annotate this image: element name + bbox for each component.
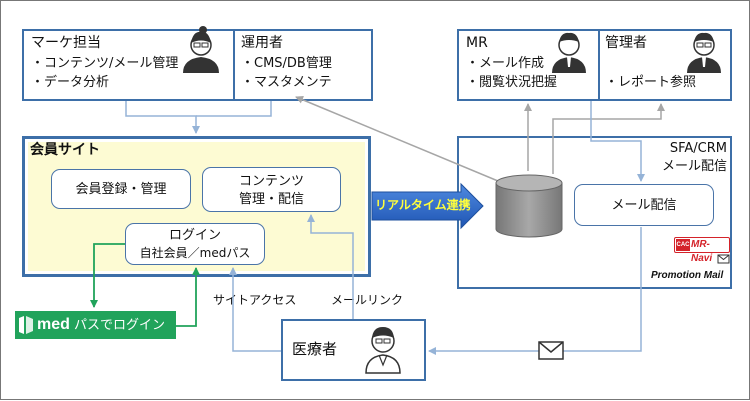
contents-label-line1: コンテンツ [238, 174, 304, 189]
mrnavi-name: MR-Navi [691, 239, 713, 264]
operator-item: ・CMS/DB管理 [241, 56, 332, 71]
group-divider [598, 31, 600, 99]
medpass-logo-icon [19, 316, 33, 334]
connector-doctor-to-login [229, 267, 281, 352]
connector-doctor-to-contents [307, 214, 354, 319]
marketer-item: ・コンテンツ/メール管理 [31, 56, 179, 71]
contents-box [202, 167, 341, 212]
doctor-person-icon [365, 327, 401, 374]
connector-login-to-medpass [90, 243, 125, 308]
login-label-line1: ログイン [168, 228, 221, 243]
connector-medpass-to-login [176, 267, 200, 327]
medpass-login-button[interactable]: med パスでログイン [15, 311, 176, 339]
mr-item: ・メール作成 [466, 56, 545, 71]
manager-person-icon [687, 32, 721, 73]
mr-title: MR [466, 35, 488, 51]
marketer-person-icon [183, 26, 219, 73]
envelope-icon [538, 341, 564, 360]
connector-db-to-operator [295, 95, 499, 182]
sfa-title-line1: SFA/CRM [669, 141, 727, 156]
mail-link-label: メールリンク [331, 293, 404, 307]
connector-operator-to-site [196, 101, 272, 117]
manager-item: ・レポート参照 [605, 75, 697, 90]
sfa-title-line2: メール配信 [661, 159, 727, 174]
mrnavi-badge: CAC [676, 239, 690, 251]
realtime-link-arrow [371, 182, 484, 230]
mail-delivery-label: メール配信 [611, 198, 677, 213]
connector-marketer-to-site [125, 101, 200, 134]
connector-mail-to-doctor [428, 227, 642, 355]
mrnavi-logo: CAC MR-Navi [674, 237, 730, 264]
marketer-item: ・データ分析 [31, 75, 110, 90]
medpass-med-text: med [37, 316, 70, 333]
doctor-label: 医療者 [292, 340, 338, 358]
member-site-title: 会員サイト [30, 142, 100, 158]
registration-label: 会員登録・管理 [75, 182, 167, 197]
mr-item: ・閲覧状況把握 [466, 75, 558, 90]
connector-mr-to-mail [590, 101, 645, 182]
promotion-mail-label: Promotion Mail [651, 270, 724, 281]
small-envelope-icon [717, 254, 730, 264]
mr-manager-group [457, 29, 732, 101]
login-box [125, 223, 265, 265]
mr-person-icon [552, 32, 586, 73]
medpass-login-text: パスでログイン [74, 318, 166, 333]
database-icon [495, 174, 563, 238]
manager-title: 管理者 [605, 35, 647, 51]
doctor-box [281, 319, 426, 381]
contents-label-line2: 管理・配信 [238, 192, 304, 207]
registration-box [51, 169, 191, 209]
group-divider [233, 31, 235, 99]
site-access-label: サイトアクセス [213, 293, 297, 307]
operator-item: ・マスタメンテ [241, 75, 332, 90]
connector-db-to-manager [552, 103, 665, 174]
login-label-line2: 自社会員／medパス [139, 246, 251, 260]
operator-title: 運用者 [241, 35, 283, 51]
mail-delivery-box [574, 184, 714, 226]
realtime-link-label: リアルタイム連携 [375, 198, 471, 212]
marketer-title: マーケ担当 [31, 35, 101, 51]
